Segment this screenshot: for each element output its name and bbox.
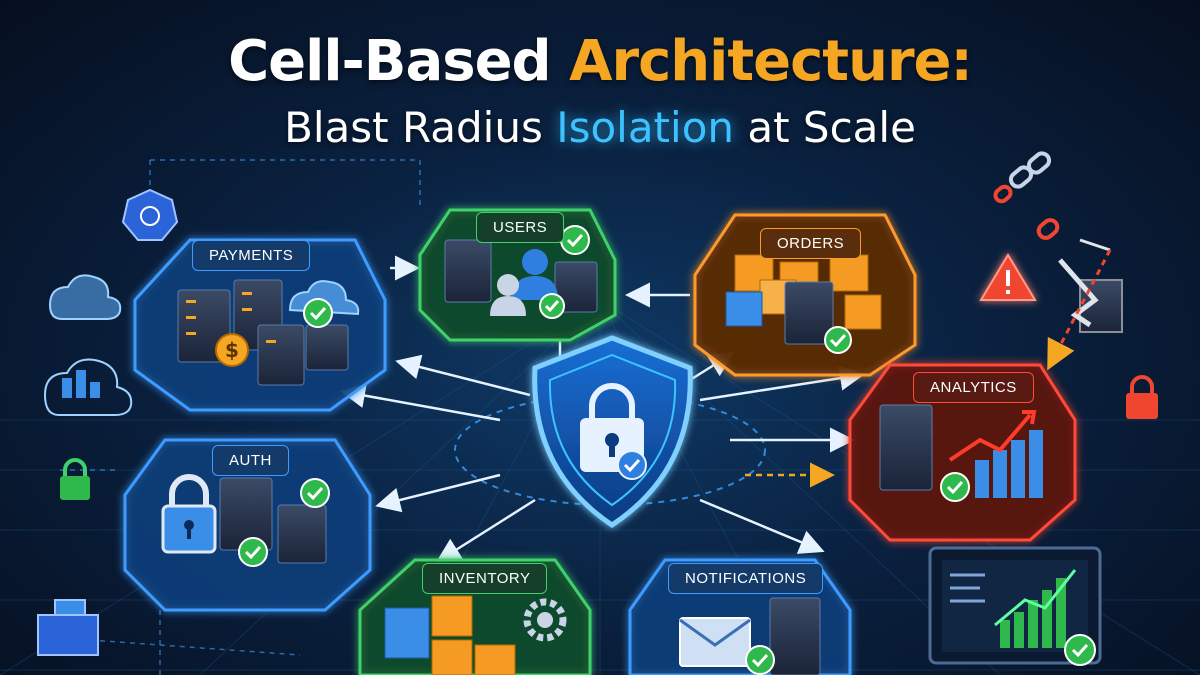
kubernetes-icon [121, 188, 179, 241]
container-stack-icon [37, 599, 99, 656]
padlock-icon [60, 458, 90, 500]
title-part-1: Cell-Based [228, 29, 570, 94]
cloud-icon [48, 274, 122, 320]
core-ring [454, 394, 766, 506]
cell-payments[interactable]: $ [133, 238, 387, 412]
cell-label-orders: ORDERS [760, 228, 862, 259]
dashboard-monitor-icon [928, 546, 1102, 666]
title-part-2: Architecture: [569, 29, 973, 94]
connection-arrows [340, 255, 865, 563]
gear-icon [523, 598, 567, 642]
padlock-icon [161, 474, 217, 554]
cell-label-payments: PAYMENTS [192, 240, 311, 271]
envelope-icon [679, 617, 751, 667]
cloud-chart-icon [43, 358, 133, 416]
check-badge-icon [745, 645, 775, 675]
warning-triangle-icon [979, 253, 1037, 301]
subtitle-part-1: Blast Radius [284, 103, 557, 152]
cell-label-analytics: ANALYTICS [913, 372, 1034, 403]
subtitle-part-2: Isolation [556, 103, 735, 152]
box-stack-icon [384, 595, 516, 675]
bar-chart-icon [948, 410, 1043, 498]
cell-auth[interactable] [123, 438, 372, 612]
central-shield-icon [532, 335, 693, 529]
padlock-icon [1126, 375, 1158, 419]
title-subtitle: Blast Radius Isolation at Scale [0, 100, 1200, 156]
check-badge-icon [303, 298, 333, 328]
broken-chain-icon [993, 151, 1060, 240]
cell-label-users: USERS [476, 212, 565, 243]
cell-label-auth: AUTH [212, 445, 289, 476]
cell-users[interactable] [418, 208, 617, 342]
cell-label-inventory: INVENTORY [422, 563, 548, 594]
page-title: Cell-Based Architecture: Blast Radius Is… [0, 28, 1200, 156]
title-main: Cell-Based Architecture: [0, 28, 1200, 96]
check-badge-icon [238, 478, 330, 567]
users-icon [490, 249, 558, 316]
broken-server-icon [1058, 238, 1123, 333]
dollar-coin-icon: $ [215, 333, 249, 367]
svg-text:$: $ [225, 338, 239, 362]
cell-analytics[interactable] [848, 363, 1077, 542]
circuit-lines [60, 159, 421, 675]
subtitle-part-3: at Scale [734, 103, 916, 152]
cell-label-notifications: NOTIFICATIONS [668, 563, 824, 594]
check-badge-icon [539, 225, 590, 319]
check-badge-icon [824, 326, 852, 354]
check-badge-icon [940, 472, 970, 502]
